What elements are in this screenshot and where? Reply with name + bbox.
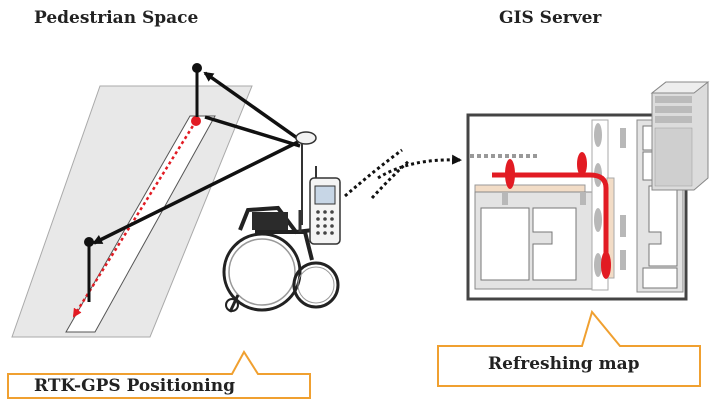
label-refreshing-map: Refreshing map [488,354,640,374]
gps-antenna-icon [295,131,317,225]
wireless-signal-icon [344,148,462,200]
heading-gis-server: GIS Server [499,8,602,28]
refreshed-route [492,172,609,268]
mobile-phone-icon [309,166,341,245]
callout-rtk-gps [7,350,311,399]
server-icon [650,81,710,191]
heading-pedestrian-space: Pedestrian Space [34,8,199,28]
wheelchair-icon [222,205,340,313]
pedestrian-road [11,85,253,338]
marker-post-top [192,63,202,117]
positioning-arrows [92,71,302,245]
red-route-line [72,120,198,318]
callout-refreshing-map [437,309,701,387]
marker-post-bottom [84,237,94,302]
label-rtk-gps-positioning: RTK-GPS Positioning [34,376,235,396]
red-position-dot [191,116,201,126]
